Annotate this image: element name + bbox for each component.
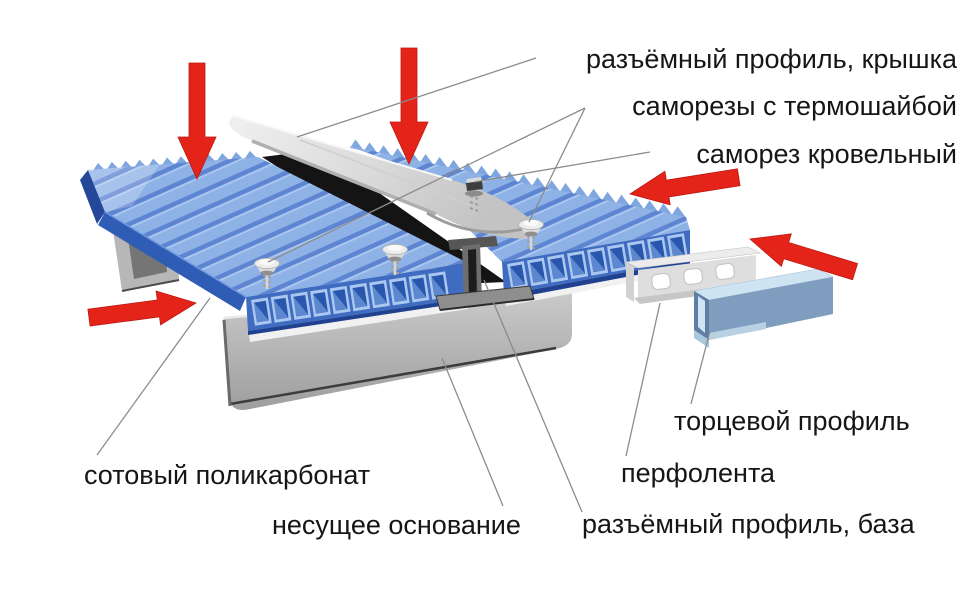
leader-base-profile	[483, 279, 583, 513]
leader-roofing-screw	[473, 151, 651, 183]
label-perforated-tape: перфолента	[621, 458, 776, 488]
arrow-down-right	[389, 47, 429, 165]
leader-perforated-tape	[625, 302, 661, 457]
leader-cover-profile	[296, 57, 537, 138]
leader-polycarbonate	[96, 297, 211, 456]
leader-thermal-screw-a	[267, 107, 586, 263]
left-panel-end-face	[80, 170, 105, 224]
label-base-profile: разъёмный профиль, база	[582, 509, 915, 539]
left-polycarbonate-panel	[80, 150, 468, 342]
roofing-screw	[465, 177, 483, 212]
base-profile-channel	[262, 150, 506, 284]
leader-thermal-screw-b	[528, 107, 586, 223]
arrow-right-into-panel	[86, 285, 199, 335]
left-panel-top	[88, 157, 468, 297]
label-thermal-screws: саморезы с термошайбой	[632, 91, 957, 121]
leader-end-profile	[690, 330, 711, 405]
end-profile-part	[693, 268, 834, 348]
label-polycarbonate: сотовый поликарбонат	[84, 460, 371, 490]
left-panel-side-face	[98, 212, 246, 311]
leader-bearing-base	[441, 357, 504, 507]
leader-lines	[96, 57, 711, 513]
right-panel-ridges	[350, 139, 686, 218]
label-cover-profile: разъёмный профиль, крышка	[586, 44, 957, 74]
base-profile-section	[435, 236, 535, 311]
label-roofing-screw: саморез кровельный	[696, 139, 957, 169]
label-bearing-base: несущее основание	[272, 510, 521, 540]
label-end-profile: торцевой профиль	[674, 406, 910, 436]
